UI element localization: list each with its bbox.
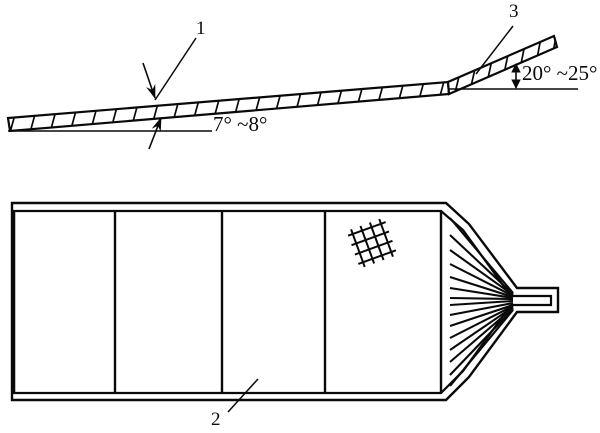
callout-label-1: 1 xyxy=(196,18,206,39)
housing-outer-shell xyxy=(10,201,560,402)
leader-line-callout-2 xyxy=(227,378,259,413)
thickness-indicator-arrows xyxy=(142,62,162,150)
side-view-group xyxy=(6,25,578,150)
crosshatch-mesh-icon xyxy=(347,218,397,268)
dimension-label-upper-angle: 20° ~25° xyxy=(522,61,598,85)
leader-line-callout-1 xyxy=(154,37,197,101)
blade-tip-outline xyxy=(446,34,559,96)
callout-label-3: 3 xyxy=(509,1,519,22)
leader-line-callout-3 xyxy=(475,25,514,75)
callout-label-2: 2 xyxy=(211,409,221,430)
plan-view-group xyxy=(10,201,560,413)
nozzle-fan-lines xyxy=(449,217,514,387)
chamber-dividers xyxy=(113,211,443,393)
dimension-label-lower-angle: 7° ~8° xyxy=(213,112,268,136)
